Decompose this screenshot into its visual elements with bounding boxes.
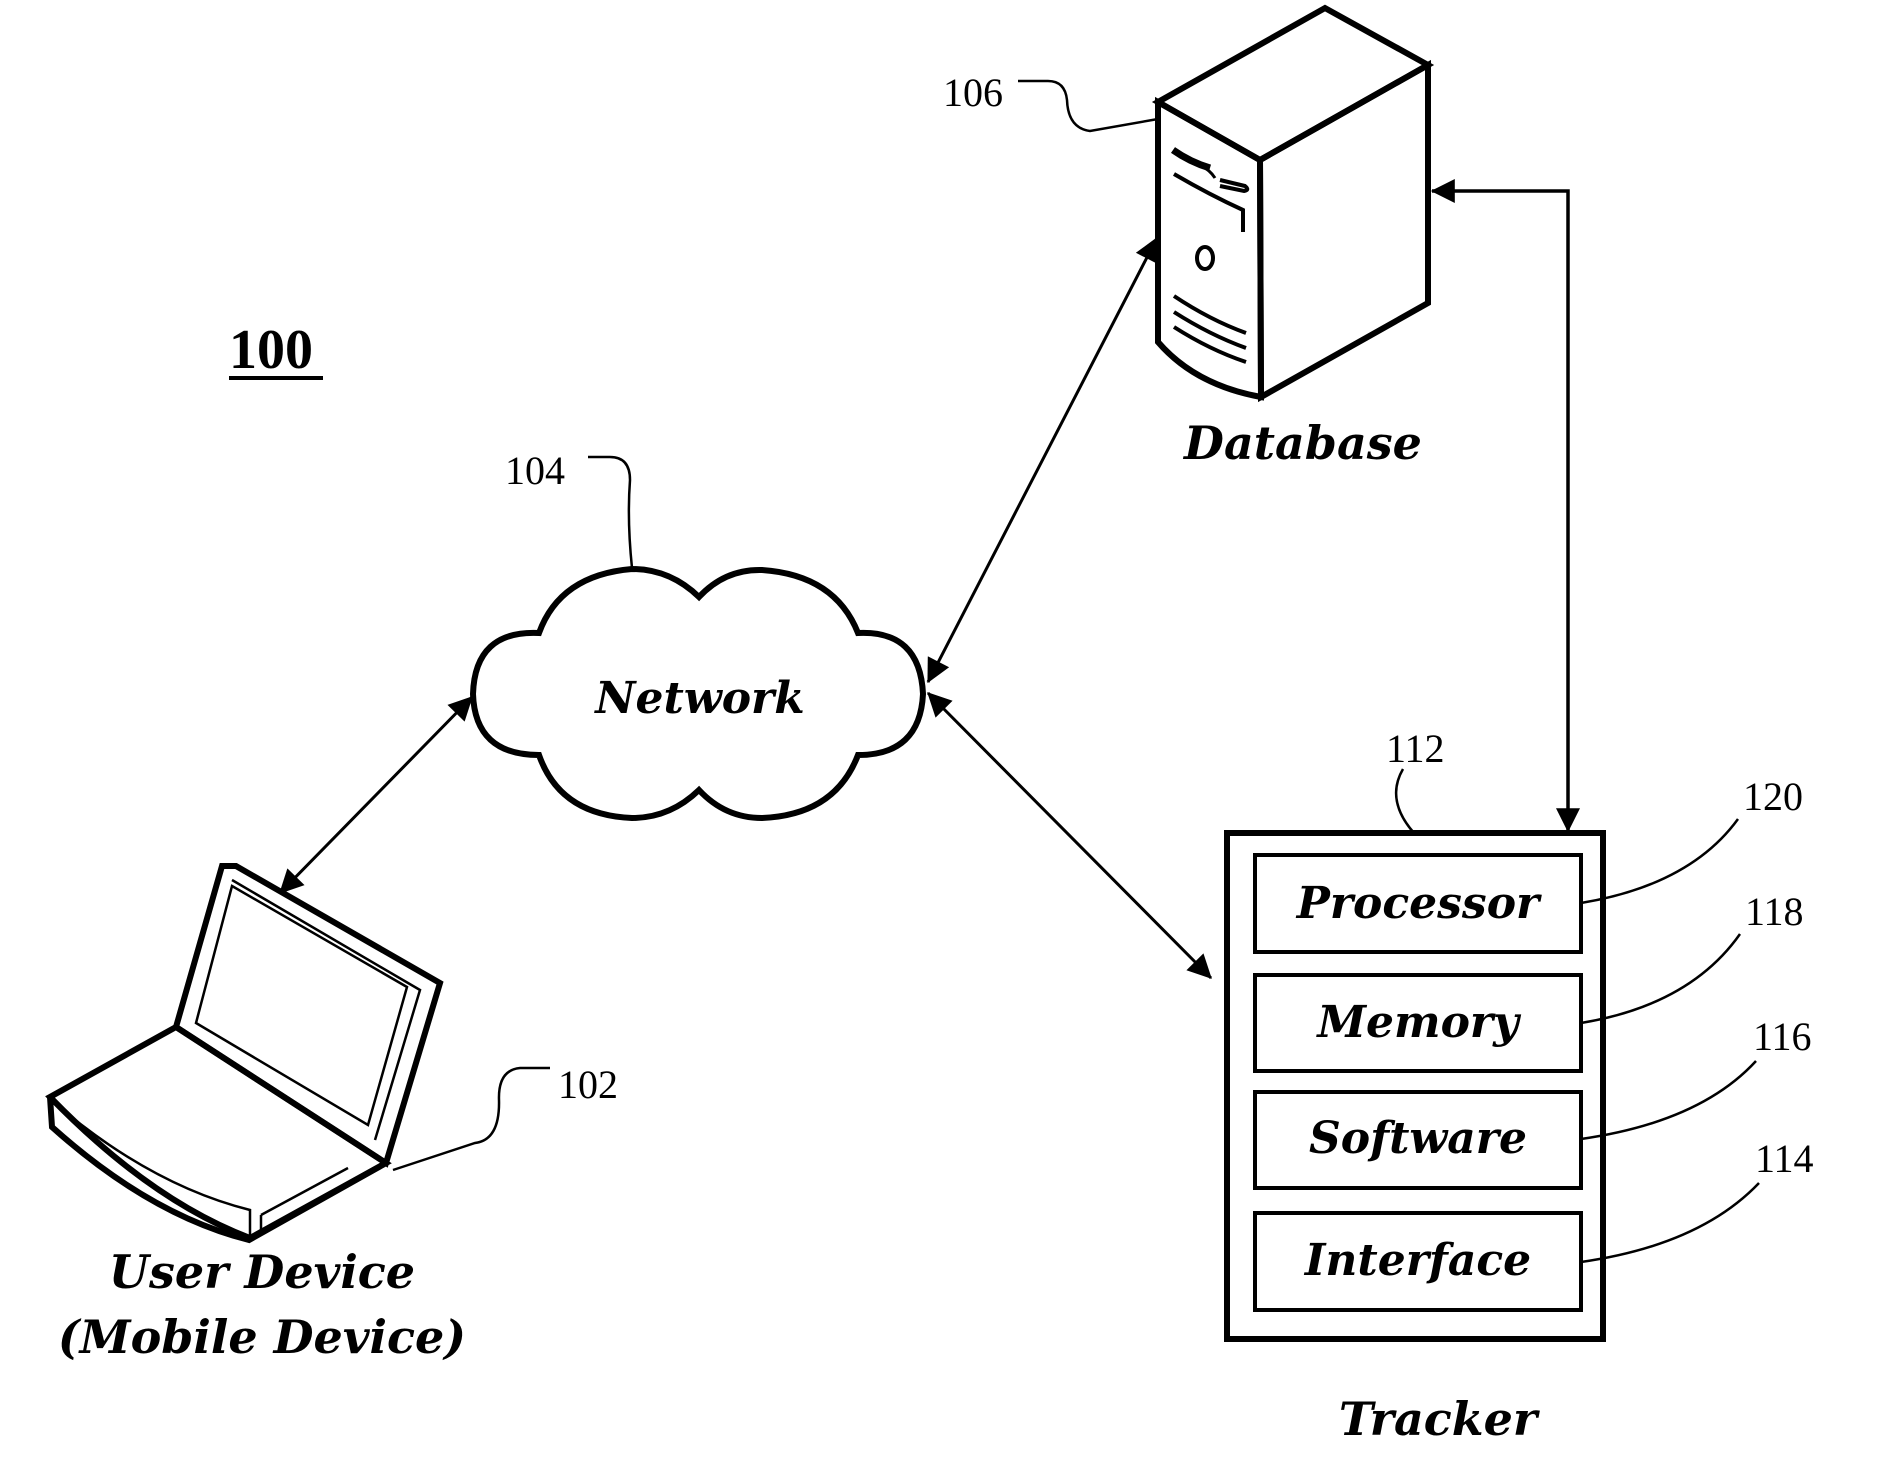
server-tower-icon xyxy=(1158,8,1428,397)
network-leader-line xyxy=(588,457,632,568)
user-device-ref-number: 102 xyxy=(558,1062,618,1107)
component-ref-number: 118 xyxy=(1745,889,1804,934)
tracker-ref-number: 112 xyxy=(1386,726,1445,771)
component-leader-line xyxy=(1581,1061,1756,1139)
component-label: Interface xyxy=(1303,1235,1531,1286)
component-label: Software xyxy=(1309,1113,1527,1164)
component-label: Memory xyxy=(1315,997,1522,1048)
database-node: 106 Database xyxy=(943,8,1428,470)
component-ref-number: 116 xyxy=(1753,1014,1812,1059)
component-ref-number: 114 xyxy=(1755,1136,1814,1181)
tracker-leader-line xyxy=(1396,769,1414,833)
arrow-network-tracker xyxy=(928,693,1211,978)
user-device-leader-line xyxy=(393,1068,550,1170)
user-device-label-line1: User Device xyxy=(109,1245,415,1299)
component-leader-line xyxy=(1581,1183,1759,1262)
tracker-component-processor: Processor 120 xyxy=(1255,774,1803,952)
arrow-network-database xyxy=(928,238,1157,682)
figure-number: 100 xyxy=(229,319,323,381)
network-node: Network 104 xyxy=(473,448,923,818)
component-ref-number: 120 xyxy=(1743,774,1803,819)
figure-number-text: 100 xyxy=(229,319,313,381)
database-label: Database xyxy=(1182,416,1422,470)
laptop-icon xyxy=(50,866,440,1240)
network-label: Network xyxy=(593,673,804,724)
tracker-label: Tracker xyxy=(1339,1392,1541,1446)
connections xyxy=(280,191,1568,978)
component-label: Processor xyxy=(1295,878,1542,929)
user-device-label-line2: (Mobile Device) xyxy=(58,1310,466,1364)
database-leader-line xyxy=(1018,81,1158,131)
arrow-database-tracker xyxy=(1432,191,1568,831)
tracker-node: 112 Processor 120 Memory 118 Software 11… xyxy=(1227,726,1814,1446)
arrow-user-device-network xyxy=(280,697,472,893)
database-ref-number: 106 xyxy=(943,70,1003,115)
user-device-node: 102 User Device (Mobile Device) xyxy=(50,866,618,1364)
network-ref-number: 104 xyxy=(505,448,565,493)
